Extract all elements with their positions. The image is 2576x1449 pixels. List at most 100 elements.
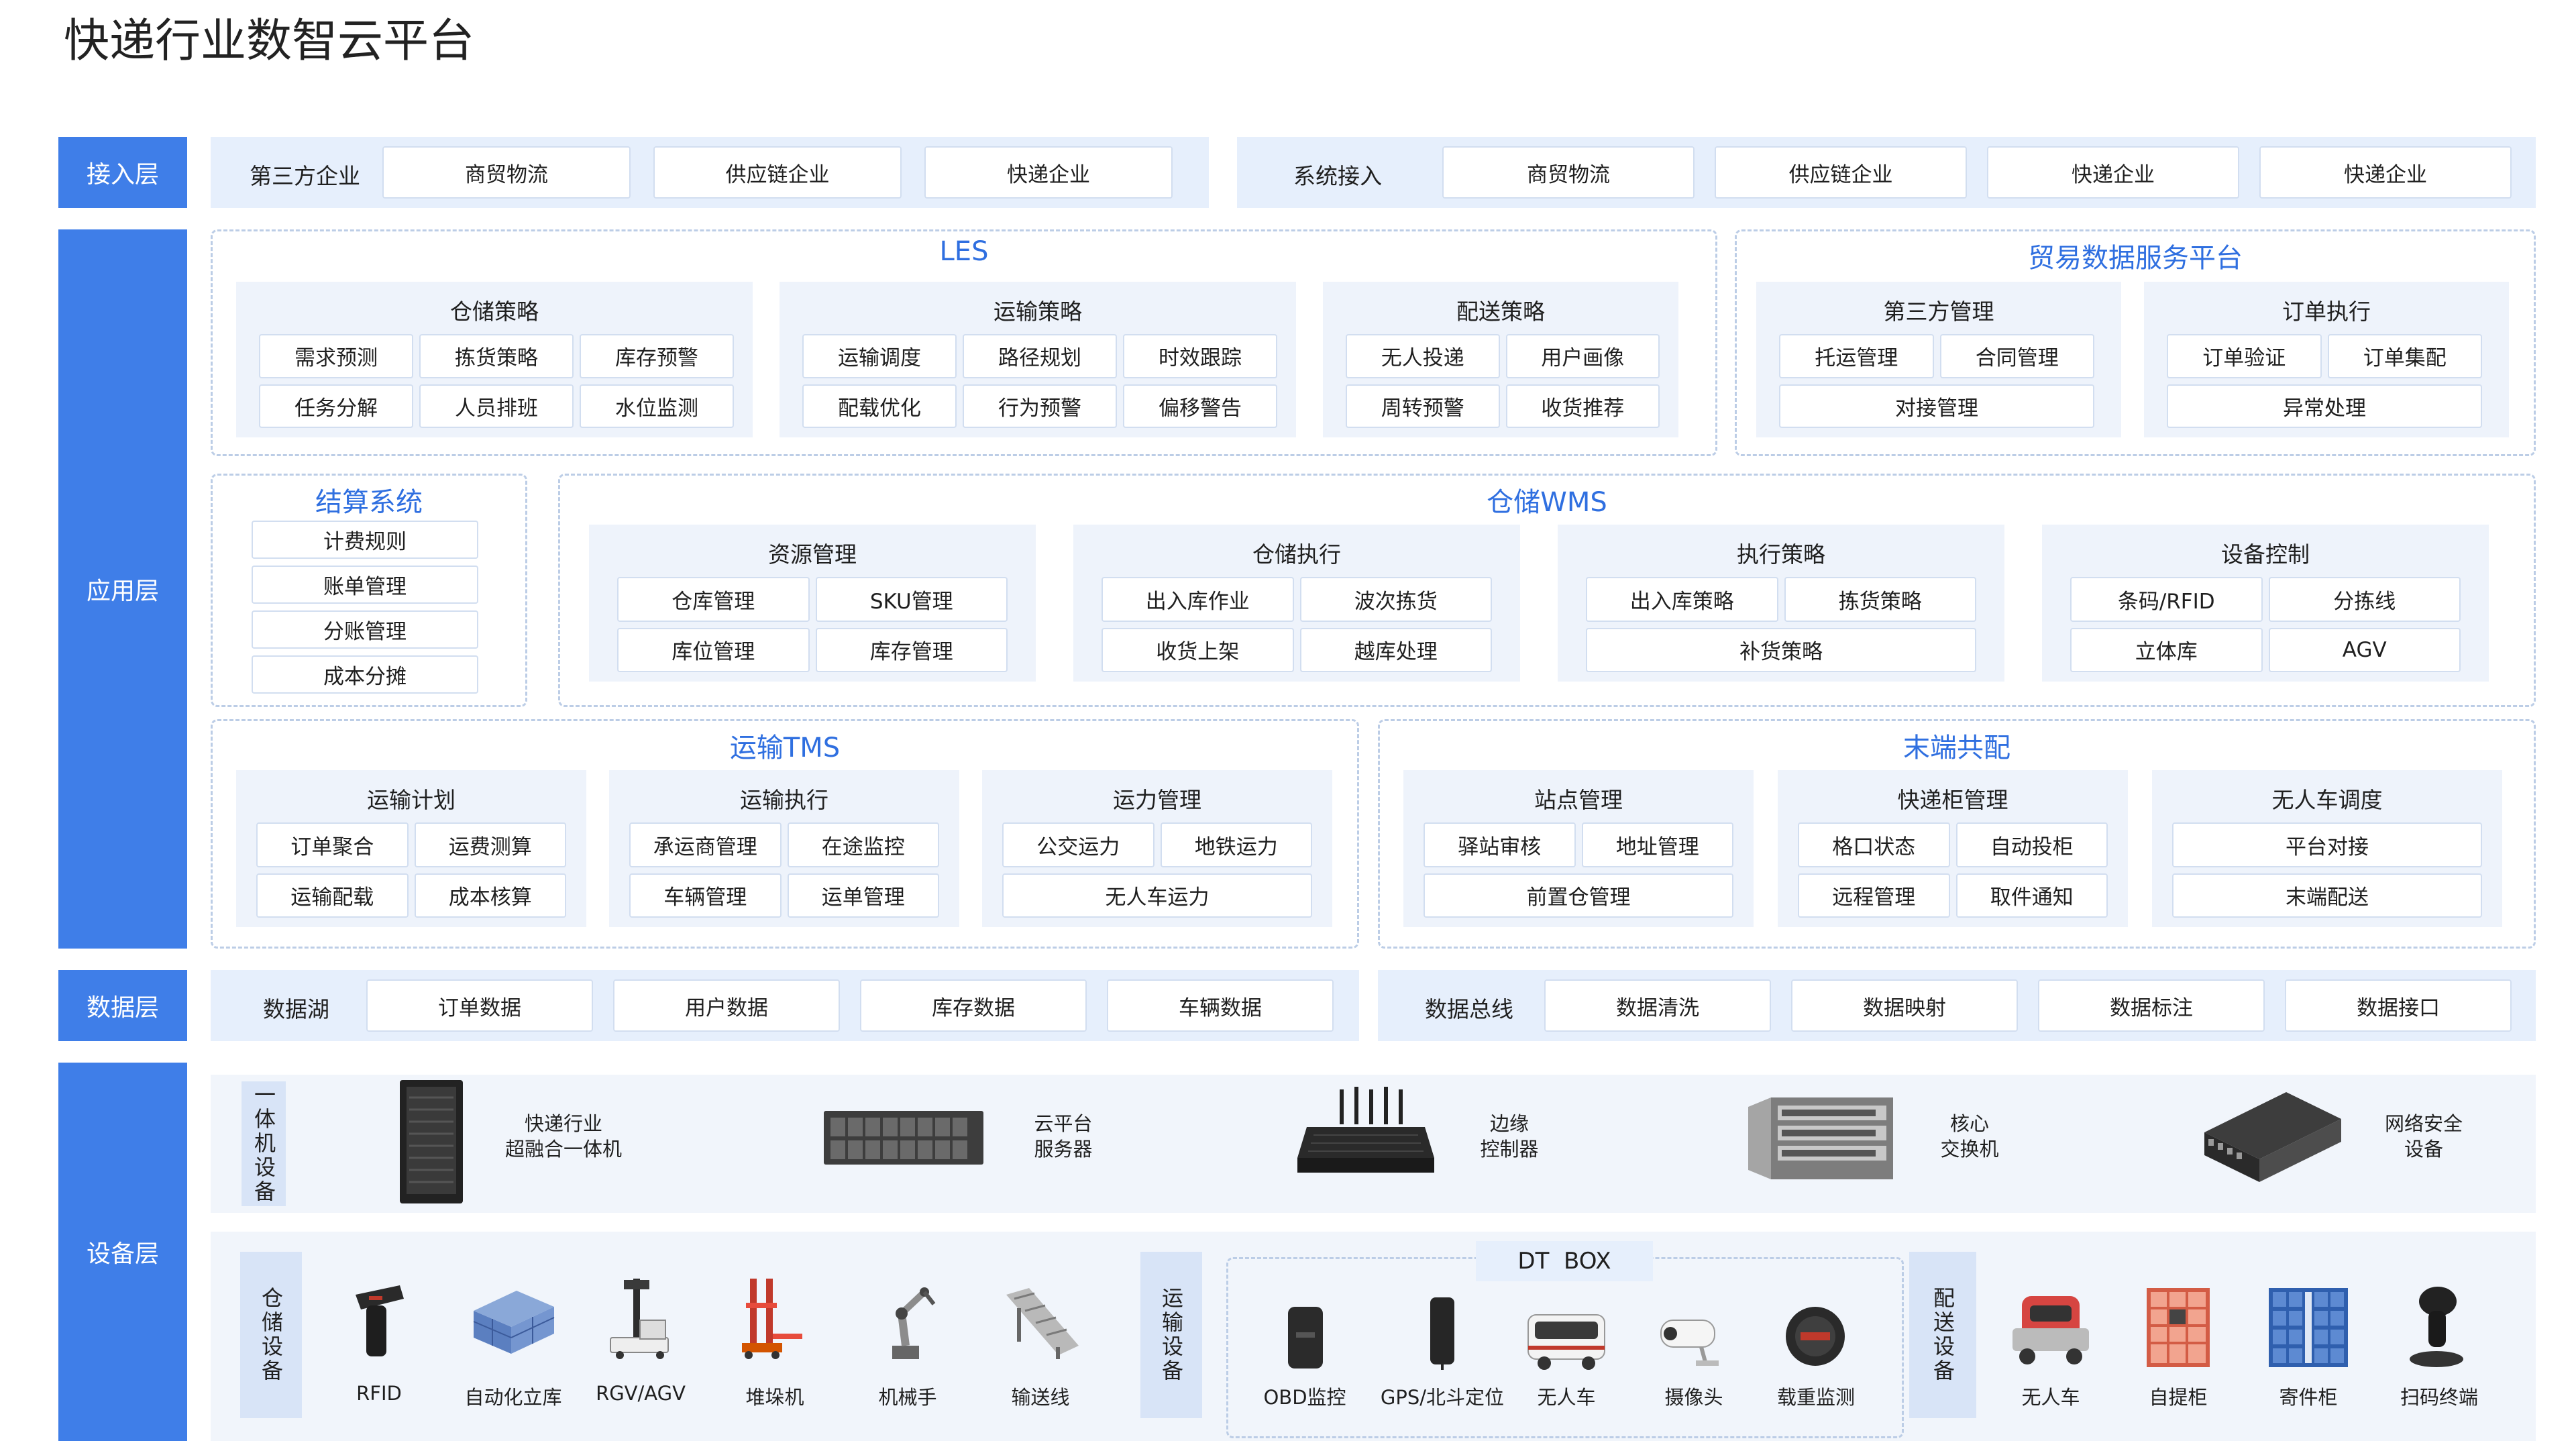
send-locker-icon (2269, 1288, 2348, 1367)
module-item[interactable]: 收货上架 (1102, 627, 1294, 672)
conveyor-icon (1006, 1288, 1079, 1359)
module-item[interactable]: 条码/RFID (2070, 577, 2263, 622)
module-item[interactable]: 行为预警 (963, 384, 1117, 428)
module-item[interactable]: 订单集配 (2327, 334, 2482, 378)
aio-label: 一体机设备 (241, 1081, 286, 1206)
module-item[interactable]: 订单聚合 (256, 822, 409, 867)
last-title: 末端共配 (1903, 733, 2010, 763)
module-item[interactable]: 平台对接 (2172, 822, 2482, 867)
data-right-item[interactable]: 数据接口 (2285, 979, 2512, 1032)
layer-access: 接入层 (58, 137, 187, 208)
edge-controller-icon (1297, 1087, 1434, 1173)
module-item[interactable]: 在途监控 (787, 822, 939, 867)
module-item[interactable]: 库位管理 (617, 627, 810, 672)
settle-item[interactable]: 账单管理 (252, 566, 478, 604)
wms-module-exec: 仓储执行 出入库作业 波次拣货 收货上架 越库处理 (1073, 525, 1520, 682)
module-item[interactable]: 末端配送 (2172, 873, 2482, 918)
stacker-icon (742, 1279, 802, 1359)
module-item[interactable]: 承运商管理 (629, 822, 782, 867)
delivery-item-label: 扫码终端 (2400, 1386, 2478, 1409)
module-item[interactable]: 无人车运力 (1002, 873, 1312, 918)
scanner-terminal-icon (2410, 1287, 2463, 1367)
module-item[interactable]: 自动投柜 (1955, 822, 2108, 867)
wms-module-strategy: 执行策略 出入库策略 拣货策略 补货策略 (1558, 525, 2004, 682)
module-item[interactable]: SKU管理 (815, 577, 1008, 622)
module-item[interactable]: 运输配载 (256, 873, 409, 918)
module-item[interactable]: AGV (2268, 627, 2461, 672)
settle-item[interactable]: 分账管理 (252, 610, 478, 649)
module-item[interactable]: 地铁运力 (1160, 822, 1312, 867)
module-item[interactable]: 运输调度 (802, 334, 957, 378)
module-item[interactable]: 周转预警 (1346, 384, 1500, 428)
module-item[interactable]: 合同管理 (1939, 334, 2094, 378)
module-item[interactable]: 驿站审核 (1424, 822, 1576, 867)
settle-item[interactable]: 计费规则 (252, 521, 478, 559)
trade-title: 贸易数据服务平台 (2028, 243, 2243, 274)
module-item[interactable]: 成本核算 (414, 873, 566, 918)
access-left-item[interactable]: 商贸物流 (382, 146, 631, 199)
storage-item-label: 自动化立库 (464, 1386, 562, 1409)
module-item[interactable]: 波次拣货 (1299, 577, 1492, 622)
module-item[interactable]: 异常处理 (2167, 384, 2482, 428)
module-item[interactable]: 远程管理 (1798, 873, 1950, 918)
module-item[interactable]: 任务分解 (259, 384, 413, 428)
module-item[interactable]: 拣货策略 (419, 334, 574, 378)
module-item[interactable]: 用户画像 (1505, 334, 1660, 378)
data-left-item[interactable]: 订单数据 (366, 979, 593, 1032)
module-item[interactable]: 库存管理 (815, 627, 1008, 672)
module-item[interactable]: 公交运力 (1002, 822, 1155, 867)
access-right-item[interactable]: 供应链企业 (1715, 146, 1967, 199)
module-item[interactable]: 托运管理 (1779, 334, 1934, 378)
module-item[interactable]: 补货策略 (1586, 627, 1976, 672)
settle-item[interactable]: 成本分摊 (252, 655, 478, 694)
data-left-item[interactable]: 车辆数据 (1107, 979, 1334, 1032)
module-item[interactable]: 拣货策略 (1784, 577, 1976, 622)
access-right-item[interactable]: 商贸物流 (1442, 146, 1695, 199)
module-item[interactable]: 偏移警告 (1123, 384, 1277, 428)
module-item[interactable]: 取件通知 (1955, 873, 2108, 918)
module-item[interactable]: 路径规划 (963, 334, 1117, 378)
access-left-item[interactable]: 供应链企业 (653, 146, 902, 199)
data-right-item[interactable]: 数据映射 (1791, 979, 2018, 1032)
module-item[interactable]: 前置仓管理 (1424, 873, 1733, 918)
access-left-item[interactable]: 快递企业 (924, 146, 1173, 199)
module-item[interactable]: 格口状态 (1798, 822, 1950, 867)
module-item[interactable]: 对接管理 (1779, 384, 2094, 428)
module-item[interactable]: 无人投递 (1346, 334, 1500, 378)
module-item[interactable]: 需求预测 (259, 334, 413, 378)
dtbox-title: DT BOX (1476, 1241, 1653, 1281)
module-item[interactable]: 仓库管理 (617, 577, 810, 622)
module-item[interactable]: 收货推荐 (1505, 384, 1660, 428)
module-item[interactable]: 运单管理 (787, 873, 939, 918)
module-item[interactable]: 订单验证 (2167, 334, 2322, 378)
module-item[interactable]: 越库处理 (1299, 627, 1492, 672)
data-right-item[interactable]: 数据标注 (2038, 979, 2265, 1032)
unmanned-car-icon (1527, 1314, 1605, 1370)
data-left-item[interactable]: 库存数据 (860, 979, 1087, 1032)
module-item[interactable]: 库存预警 (580, 334, 734, 378)
module-item[interactable]: 时效跟踪 (1123, 334, 1277, 378)
module-title: 运输计划 (367, 787, 455, 813)
module-item[interactable]: 出入库策略 (1586, 577, 1778, 622)
module-item[interactable]: 分拣线 (2268, 577, 2461, 622)
module-title: 仓储执行 (1252, 541, 1341, 568)
module-item[interactable]: 地址管理 (1581, 822, 1733, 867)
module-title: 执行策略 (1737, 541, 1825, 568)
access-right-item[interactable]: 快递企业 (2259, 146, 2512, 199)
module-item[interactable]: 出入库作业 (1102, 577, 1294, 622)
module-item[interactable]: 配载优化 (802, 384, 957, 428)
module-item[interactable]: 水位监测 (580, 384, 734, 428)
data-left-item[interactable]: 用户数据 (613, 979, 840, 1032)
wms-module-device: 设备控制 条码/RFID 分拣线 立体库 AGV (2042, 525, 2489, 682)
data-right-item[interactable]: 数据清洗 (1544, 979, 1771, 1032)
module-item[interactable]: 车辆管理 (629, 873, 782, 918)
access-right-item[interactable]: 快递企业 (1987, 146, 2239, 199)
delivery-item-label: 自提柜 (2149, 1386, 2208, 1409)
last-section (1378, 719, 2536, 949)
module-title: 运输策略 (994, 299, 1082, 325)
module-item[interactable]: 人员排班 (419, 384, 574, 428)
module-item[interactable]: 立体库 (2070, 627, 2263, 672)
layer-app: 应用层 (58, 229, 187, 949)
module-item[interactable]: 运费测算 (414, 822, 566, 867)
